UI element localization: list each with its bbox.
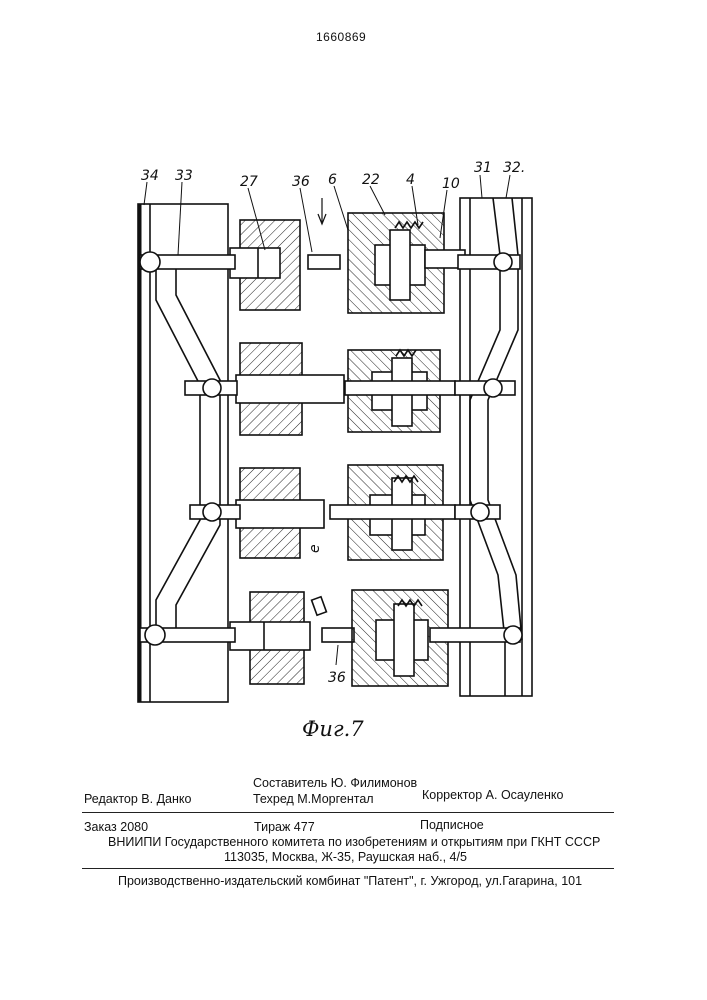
row-3 — [190, 465, 500, 560]
figure-caption: Фиг.7 — [302, 717, 364, 741]
divider-bottom — [82, 868, 614, 869]
label-33: 33 — [175, 168, 193, 184]
right-cam-plate — [460, 198, 532, 696]
circulation: Тираж 477 — [254, 820, 315, 834]
divider-top — [82, 812, 614, 813]
technical-drawing: 34 33 27 36 6 22 4 10 31 32. e 36 Фиг.7 — [0, 0, 707, 760]
order-number: Заказ 2080 — [84, 820, 148, 834]
corrector-credit: Корректор А. Осауленко — [422, 788, 563, 802]
subscription: Подписное — [420, 818, 484, 832]
editor-credit: Редактор В. Данко — [84, 792, 191, 806]
label-36-top: 36 — [292, 174, 310, 190]
publisher: Производственно-издательский комбинат "П… — [118, 874, 582, 888]
label-4: 4 — [406, 172, 415, 188]
address: 113035, Москва, Ж-35, Раушская наб., 4/5 — [224, 850, 467, 864]
label-27: 27 — [240, 174, 258, 190]
label-22: 22 — [362, 172, 380, 188]
label-36-bottom: 36 — [328, 670, 346, 686]
row-1 — [140, 213, 520, 313]
label-32: 32. — [503, 160, 525, 176]
label-e: e — [307, 544, 323, 553]
label-10: 10 — [442, 176, 460, 192]
techred-credit: Техред М.Моргентал — [253, 792, 374, 806]
label-6: 6 — [328, 172, 337, 188]
organization: ВНИИПИ Государственного комитета по изоб… — [108, 835, 600, 849]
row-2 — [185, 343, 515, 435]
label-31: 31 — [474, 160, 492, 176]
label-34: 34 — [141, 168, 159, 184]
compiler-credit: Составитель Ю. Филимонов — [253, 776, 417, 790]
